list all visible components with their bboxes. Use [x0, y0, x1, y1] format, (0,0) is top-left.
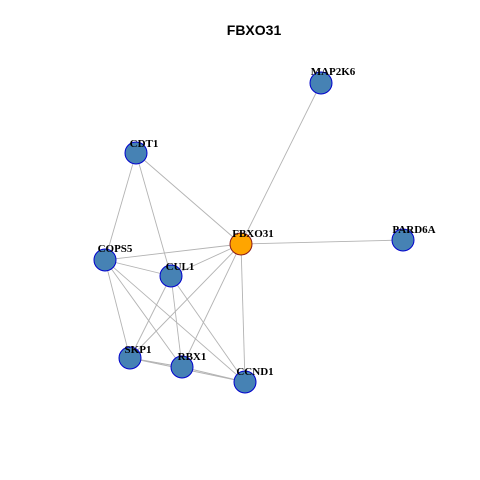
node-rbx1[interactable]	[170, 355, 194, 379]
node-layer	[93, 71, 415, 394]
node-label-cdt1: CDT1	[130, 138, 159, 150]
node-cdt1[interactable]	[124, 141, 148, 165]
node-map2k6[interactable]	[309, 71, 333, 95]
node-label-pard6a: PARD6A	[392, 224, 435, 236]
node-label-cul1: CUL1	[166, 261, 195, 273]
edge-fbxo31-rbx1	[181, 243, 242, 368]
edge-fbxo31-map2k6	[240, 82, 322, 245]
node-pard6a[interactable]	[391, 228, 415, 252]
edge-layer	[104, 82, 404, 383]
node-label-cops5: COPS5	[98, 243, 133, 255]
node-fbxo31[interactable]	[229, 232, 253, 256]
node-label-rbx1: RBX1	[178, 351, 207, 363]
edge-cul1-skp1	[129, 275, 172, 359]
edge-cops5-ccnd1	[104, 259, 246, 383]
node-label-fbxo31: FBXO31	[232, 228, 274, 240]
edge-fbxo31-cops5	[104, 243, 242, 261]
edge-fbxo31-cdt1	[135, 152, 242, 245]
node-label-map2k6: MAP2K6	[311, 66, 356, 78]
edge-fbxo31-skp1	[129, 243, 242, 359]
node-ccnd1[interactable]	[233, 370, 257, 394]
node-label-skp1: SKP1	[125, 344, 152, 356]
node-cops5[interactable]	[93, 248, 117, 272]
node-label-ccnd1: CCND1	[236, 366, 273, 378]
edge-cops5-skp1	[104, 259, 131, 359]
diagram-title: FBXO31	[227, 22, 282, 38]
node-skp1[interactable]	[118, 346, 142, 370]
edge-cul1-ccnd1	[170, 275, 246, 383]
edge-fbxo31-cul1	[170, 243, 242, 277]
edge-fbxo31-ccnd1	[240, 243, 246, 383]
edge-cdt1-cul1	[135, 152, 172, 277]
edge-fbxo31-pard6a	[240, 239, 404, 245]
edge-cdt1-cops5	[104, 152, 137, 261]
edge-cops5-rbx1	[104, 259, 183, 368]
edge-cul1-rbx1	[170, 275, 183, 368]
node-cul1[interactable]	[159, 264, 183, 288]
